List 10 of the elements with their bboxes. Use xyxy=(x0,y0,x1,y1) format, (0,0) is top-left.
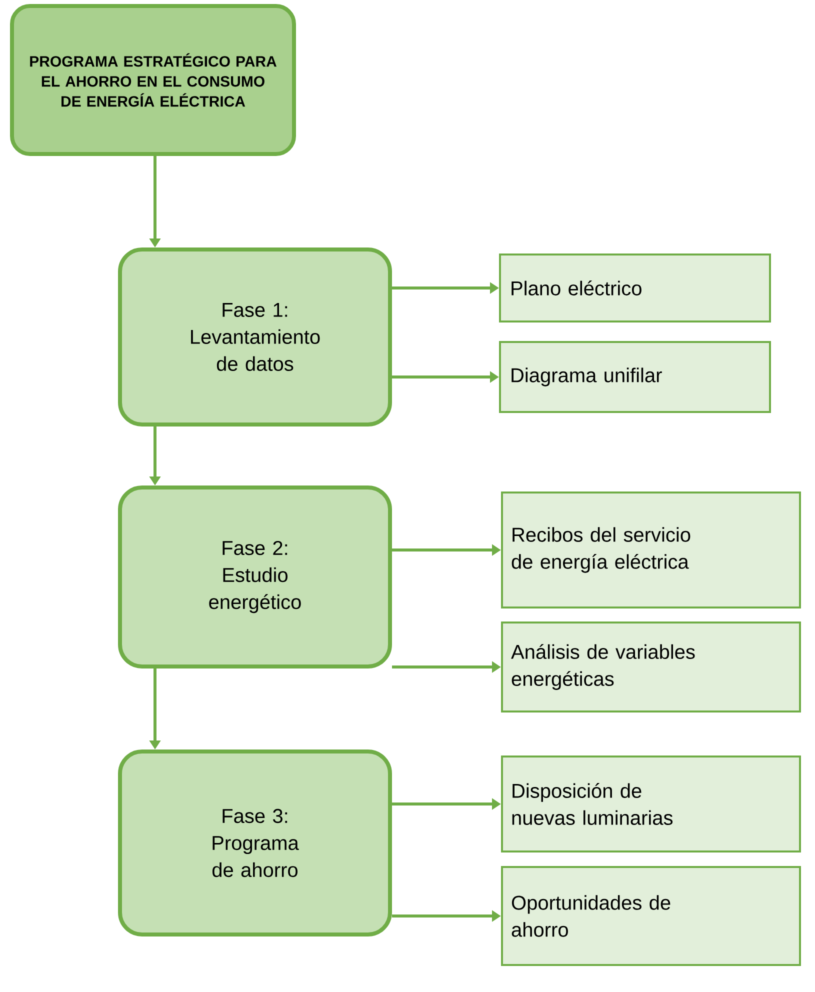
item-box: Oportunidades de ahorro xyxy=(501,866,801,966)
phase-box: Fase 1: Levantamiento de datos xyxy=(118,248,392,426)
phase-box: Fase 3: Programa de ahorro xyxy=(118,750,392,936)
item-box: Diagrama unifilar xyxy=(499,341,771,413)
item-box: Recibos del servicio de energía eléctrica xyxy=(501,492,801,608)
item-box: Disposición de nuevas luminarias xyxy=(501,756,801,852)
title-box: PROGRAMA ESTRATÉGICO PARA EL AHORRO EN EL CONSUMO DE ENERGÍA ELÉCTRICA xyxy=(10,4,296,156)
item-box: Plano eléctrico xyxy=(499,254,771,322)
item-box: Análisis de variables energéticas xyxy=(501,622,801,712)
phase-box: Fase 2: Estudio energético xyxy=(118,486,392,668)
